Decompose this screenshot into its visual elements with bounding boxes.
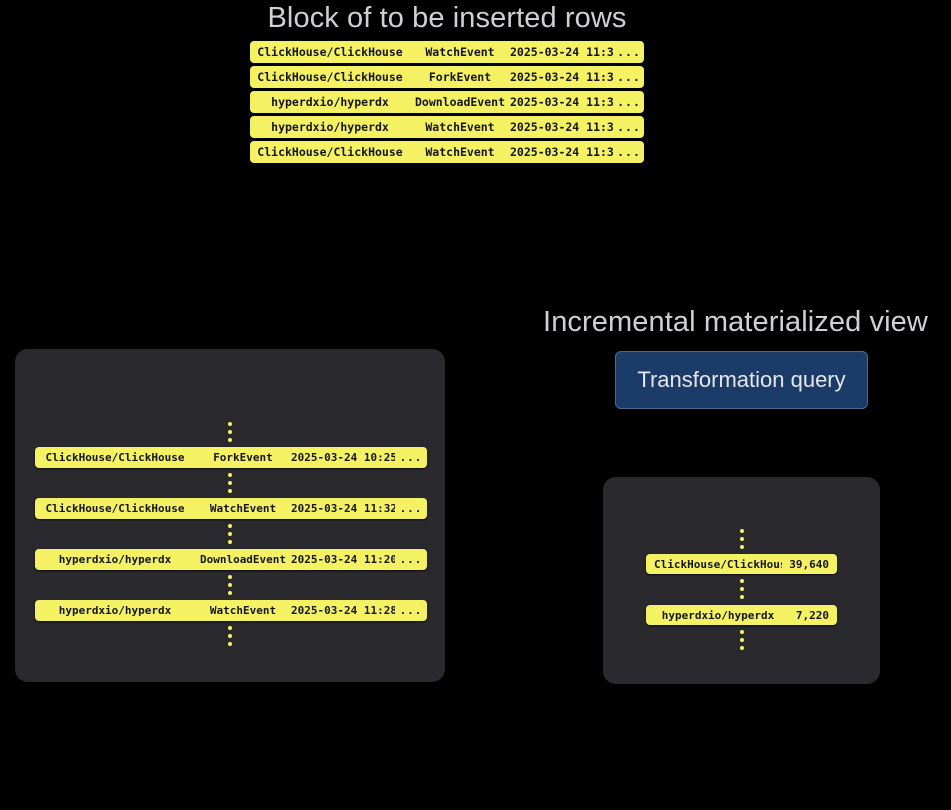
row-event: DownloadEvent bbox=[414, 95, 505, 109]
row-more: ... bbox=[617, 45, 641, 59]
row-repo: hyperdxio/hyperdx bbox=[271, 95, 389, 109]
table-row: hyperdxio/hyperdx DownloadEvent 2025-03-… bbox=[35, 549, 427, 570]
row-timestamp: 2025-03-24 11:35:48 bbox=[510, 95, 614, 109]
row-more: ... bbox=[617, 95, 641, 109]
transformation-query-label: Transformation query bbox=[637, 367, 846, 392]
row-event: WatchEvent bbox=[209, 502, 277, 515]
source-table-panel: ClickHouse/ClickHouse ForkEvent 2025-03-… bbox=[15, 349, 445, 682]
row-more: ... bbox=[399, 604, 423, 617]
row-more: ... bbox=[617, 120, 641, 134]
table-row: ClickHouse/ClickHouse WatchEvent 2025-03… bbox=[250, 41, 644, 63]
row-more: ... bbox=[399, 451, 423, 464]
row-count: 39,640 bbox=[789, 557, 829, 571]
row-more: ... bbox=[399, 502, 423, 515]
row-gap-dots bbox=[227, 626, 232, 646]
row-gap-dots bbox=[227, 575, 232, 595]
table-row: hyperdxio/hyperdx DownloadEvent 2025-03-… bbox=[250, 91, 644, 113]
row-repo: ClickHouse/ClickHouse bbox=[45, 451, 185, 464]
row-event: WatchEvent bbox=[425, 45, 495, 59]
row-repo: hyperdxio/hyperdx bbox=[58, 604, 172, 617]
table-row: hyperdxio/hyperdx WatchEvent 2025-03-24 … bbox=[35, 600, 427, 621]
table-row: hyperdxio/hyperdx WatchEvent 2025-03-24 … bbox=[250, 116, 644, 138]
row-timestamp: 2025-03-24 11:35:40 bbox=[510, 45, 614, 59]
row-gap-dots bbox=[739, 579, 744, 599]
table-row: ClickHouse/ClickHouse WatchEvent 2025-03… bbox=[250, 141, 644, 163]
row-timestamp: 2025-03-24 11:32:54 bbox=[291, 502, 395, 515]
table-row: ClickHouse/ClickHouse ForkEvent 2025-03-… bbox=[35, 447, 427, 468]
row-timestamp: 2025-03-24 11:35:54 bbox=[510, 145, 614, 159]
row-gap-dots bbox=[227, 524, 232, 544]
table-row: ClickHouse/ClickHouse 39,640 bbox=[646, 554, 837, 574]
row-gap-dots bbox=[227, 473, 232, 493]
materialized-view-title: Incremental materialized view bbox=[543, 306, 928, 338]
row-event: WatchEvent bbox=[425, 120, 495, 134]
row-repo: hyperdxio/hyperdx bbox=[661, 608, 775, 622]
row-gap-dots bbox=[739, 529, 744, 549]
row-event: WatchEvent bbox=[209, 604, 277, 617]
row-repo: ClickHouse/ClickHouse bbox=[257, 45, 403, 59]
row-count: 7,220 bbox=[795, 608, 829, 622]
row-repo: ClickHouse/ClickHouse bbox=[257, 70, 403, 84]
block-title: Block of to be inserted rows bbox=[267, 2, 627, 34]
table-row: hyperdxio/hyperdx 7,220 bbox=[646, 605, 837, 625]
transformation-query-box[interactable]: Transformation query bbox=[615, 351, 868, 409]
row-repo: hyperdxio/hyperdx bbox=[58, 553, 172, 566]
row-event: ForkEvent bbox=[428, 70, 492, 84]
row-event: DownloadEvent bbox=[199, 553, 287, 566]
target-table-panel: ClickHouse/ClickHouse 39,640 hyperdxio/h… bbox=[603, 477, 880, 684]
row-event: ForkEvent bbox=[213, 451, 273, 464]
row-event: WatchEvent bbox=[425, 145, 495, 159]
row-timestamp: 2025-03-24 11:28:32 bbox=[291, 604, 395, 617]
table-row: ClickHouse/ClickHouse ForkEvent 2025-03-… bbox=[250, 66, 644, 88]
row-gap-dots bbox=[227, 422, 232, 442]
row-gap-dots bbox=[739, 630, 744, 650]
row-timestamp: 2025-03-24 11:35:44 bbox=[510, 70, 614, 84]
row-more: ... bbox=[399, 553, 423, 566]
row-repo: hyperdxio/hyperdx bbox=[271, 120, 389, 134]
row-repo: ClickHouse/ClickHouse bbox=[257, 145, 403, 159]
row-timestamp: 2025-03-24 11:20:12 bbox=[291, 553, 395, 566]
row-repo: ClickHouse/ClickHouse bbox=[654, 557, 782, 571]
row-timestamp: 2025-03-24 10:25:00 bbox=[291, 451, 395, 464]
row-more: ... bbox=[617, 145, 641, 159]
row-timestamp: 2025-03-24 11:35:52 bbox=[510, 120, 614, 134]
row-repo: ClickHouse/ClickHouse bbox=[45, 502, 185, 515]
row-more: ... bbox=[617, 70, 641, 84]
table-row: ClickHouse/ClickHouse WatchEvent 2025-03… bbox=[35, 498, 427, 519]
